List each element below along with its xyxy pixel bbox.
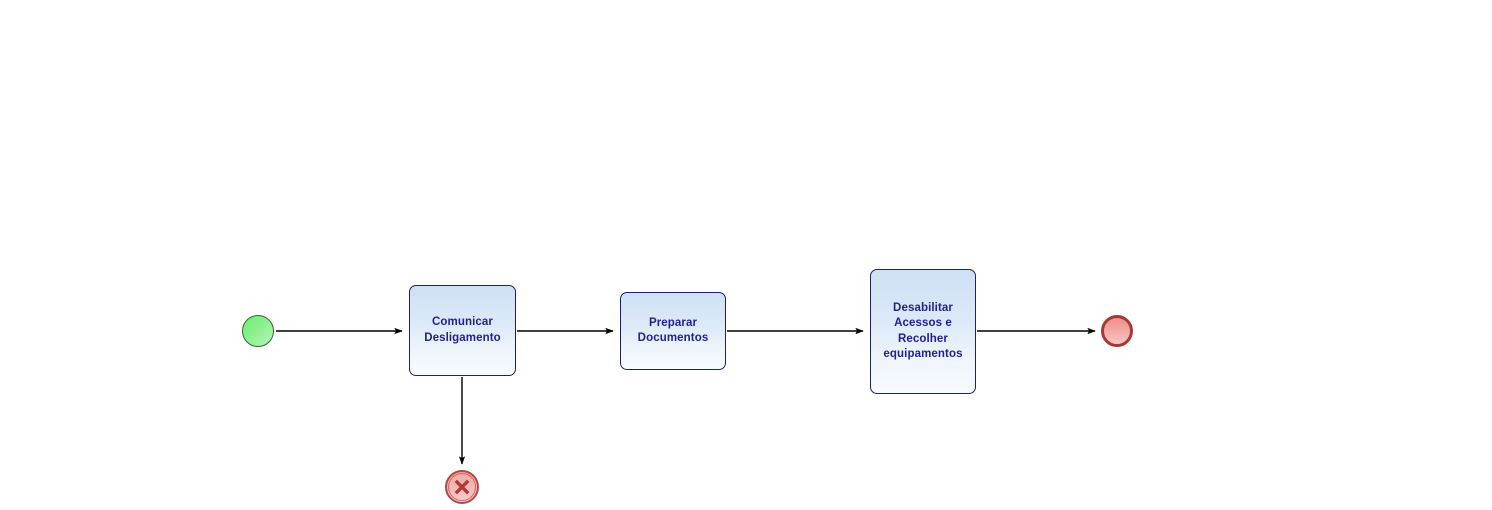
task-label: Comunicar Desligamento bbox=[424, 316, 501, 344]
end-event[interactable] bbox=[1101, 315, 1133, 347]
task-label: Desabilitar Acessos e Recolher equipamen… bbox=[883, 301, 963, 361]
cancel-end-event[interactable] bbox=[445, 470, 479, 504]
cancel-cross-icon bbox=[454, 479, 470, 495]
task-preparar-documentos[interactable]: Preparar Documentos bbox=[620, 292, 726, 370]
task-label: Preparar Documentos bbox=[637, 316, 709, 345]
task-comunicar-desligamento[interactable]: Comunicar Desligamento bbox=[409, 285, 516, 376]
start-event[interactable] bbox=[242, 315, 274, 347]
cancel-event-inner-ring bbox=[448, 473, 476, 501]
task-desabilitar-acessos-recolher-equipamentos[interactable]: Desabilitar Acessos e Recolher equipamen… bbox=[870, 269, 976, 394]
